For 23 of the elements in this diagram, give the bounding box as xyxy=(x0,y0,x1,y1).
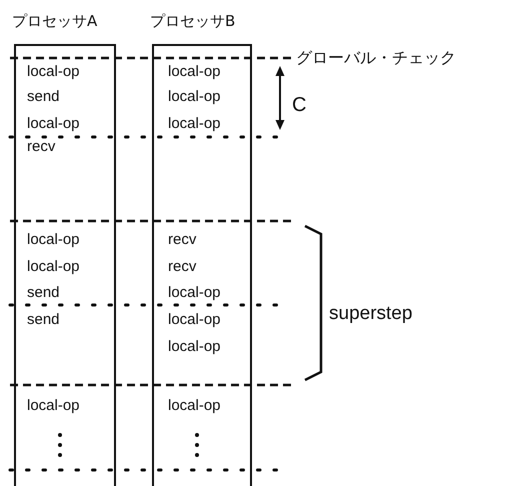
superstep-label: superstep xyxy=(329,303,412,325)
operation-label: local-op xyxy=(168,338,221,356)
operation-label: local-op xyxy=(27,258,80,276)
operation-label: local-op xyxy=(168,63,221,81)
operation-label: recv xyxy=(27,138,56,156)
operation-label: local-op xyxy=(27,231,80,249)
operation-label: recv xyxy=(168,231,196,249)
operation-label: send xyxy=(27,284,60,302)
operation-label: send xyxy=(27,311,60,329)
operation-label: local-op xyxy=(27,115,80,133)
operation-label: local-op xyxy=(168,311,221,329)
operation-label: local-op xyxy=(168,115,221,133)
latency-label: C xyxy=(292,94,306,117)
global-check-label: グローバル・チェック xyxy=(296,48,456,69)
operation-label: local-op xyxy=(27,63,80,81)
operation-label: recv xyxy=(168,258,196,276)
operation-label: local-op xyxy=(168,88,221,106)
operation-label: send xyxy=(27,88,60,106)
operation-label: local-op xyxy=(168,397,221,415)
operation-label: local-op xyxy=(27,397,80,415)
processor-heading: プロセッサA xyxy=(12,12,98,31)
operation-label: local-op xyxy=(168,284,221,302)
processor-heading: プロセッサB xyxy=(150,12,236,31)
